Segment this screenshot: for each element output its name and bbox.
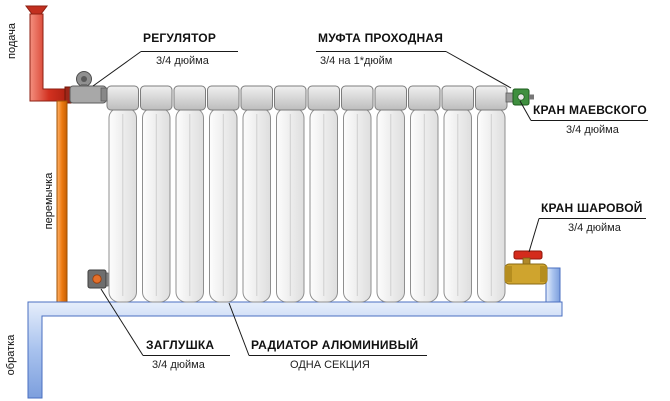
bypass-pipe [56, 100, 68, 305]
radiator-section-cap [140, 85, 173, 111]
plug-fitting [87, 269, 109, 289]
radiator-section-cap [374, 85, 407, 111]
mayevsky-leader [519, 100, 532, 121]
radiator-section-cap [441, 85, 474, 111]
supply-pipe-label: подача [6, 23, 18, 59]
ball-valve-nut-left [505, 266, 512, 282]
radiator-sections [106, 85, 508, 303]
radiator-section-cap [341, 85, 374, 111]
ball-valve-nut-right [540, 266, 547, 282]
radiator-section-cap [307, 85, 340, 111]
coupling-leader [445, 51, 512, 89]
radiator-section-cap [106, 85, 139, 111]
mayevsky-vent [517, 93, 525, 101]
supply-pipe [25, 5, 73, 104]
radiator-section-cap [207, 85, 240, 111]
radiator-section-cap [475, 85, 508, 111]
leader-lines [92, 51, 648, 356]
return-pipe-body [27, 301, 563, 399]
regulator-body [69, 85, 107, 104]
regulator-union-nut [100, 87, 108, 102]
radiator-leader [228, 302, 250, 356]
ball-valve-callout-size: 3/4 дюйма [568, 222, 621, 234]
regulator-callout-size: 3/4 дюйма [156, 55, 209, 67]
ball-valve-leader [528, 218, 540, 253]
radiator-callout-title: РАДИАТОР АЛЮМИНИВЫЙ [251, 338, 419, 352]
coupling-callout-size: 3/4 на 1*дюйм [320, 55, 393, 67]
plug-callout-size: 3/4 дюйма [152, 359, 205, 371]
plug-cap [92, 274, 102, 284]
regulator-valve [69, 71, 108, 104]
radiator-callout-size: ОДНА СЕКЦИЯ [290, 359, 370, 371]
mayevsky-pin [529, 94, 534, 100]
regulator-callout-title: РЕГУЛЯТОР [143, 31, 217, 45]
mayevsky-valve [505, 88, 534, 106]
radiator-section-cap [173, 85, 206, 111]
regulator-leader [92, 51, 142, 87]
mayevsky-callout-title: КРАН МАЕВСКОГО [533, 103, 647, 117]
radiator-section-cap [274, 85, 307, 111]
radiator-section-cap [408, 85, 441, 111]
ball-valve-callout-title: КРАН ШАРОВОЙ [541, 201, 643, 215]
mayevsky-callout-size: 3/4 дюйма [566, 124, 619, 136]
plug-leader [100, 288, 144, 356]
regulator-handwheel-hub [81, 76, 87, 82]
supply-flow-arrow [25, 5, 48, 21]
bypass-pipe-label: перемычка [43, 172, 55, 230]
return-pipe-label: обратка [5, 334, 17, 376]
plug-callout-title: ЗАГЛУШКА [146, 338, 215, 352]
radiator-section-cap [240, 85, 273, 111]
ball-valve [504, 250, 548, 285]
return-pipe [27, 267, 563, 399]
return-pipe-riser [545, 267, 561, 307]
radiator [106, 85, 508, 303]
coupling-callout-title: МУФТА ПРОХОДНАЯ [318, 31, 444, 45]
